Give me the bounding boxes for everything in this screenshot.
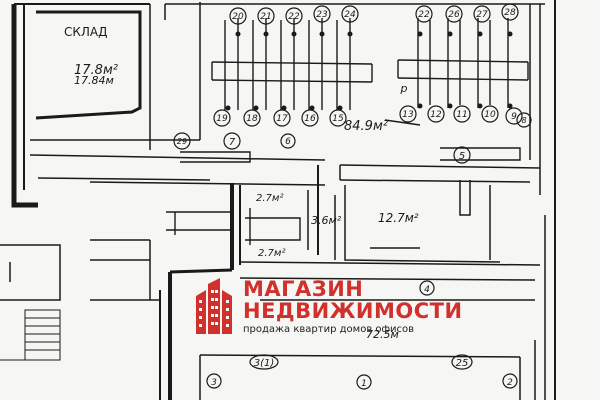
desk-number-11: 11: [456, 110, 467, 120]
room-mark-2: 2: [507, 378, 513, 388]
storage-room-label: СКЛАД: [64, 25, 108, 39]
desk-number-15: 15: [332, 114, 344, 124]
logo-emblem: [196, 278, 232, 334]
logo-title-line1: МАГАЗИН: [243, 277, 364, 301]
room-2-7-top-label: 2.7м²: [256, 193, 283, 204]
desk-number-23: 23: [316, 10, 328, 20]
room-mark-7: 7: [229, 137, 236, 148]
room-2-7-bottom-label: 2.7м²: [258, 248, 285, 259]
desk-number-13: 13: [402, 110, 414, 120]
desk-number-19: 19: [216, 114, 228, 124]
desk-number-9: 9: [511, 112, 517, 122]
logo-title-line2: НЕДВИЖИМОСТИ: [243, 299, 463, 323]
desk-number-21: 21: [260, 12, 271, 22]
room-mark-circles: [173, 132, 518, 390]
room-mark-29: 29: [177, 137, 187, 146]
logo-tagline: продажа квартир домов офисов: [243, 324, 415, 335]
desk-number-26: 26: [448, 10, 460, 20]
room-mark-1: 1: [361, 379, 367, 389]
desk-number-28: 28: [504, 8, 516, 18]
desk-number-24: 24: [344, 10, 356, 20]
desk-number-27: 27: [476, 10, 488, 20]
desk-number-12: 12: [430, 110, 442, 120]
desk-number-22b: 22: [418, 10, 430, 20]
room-mark-25: 25: [456, 358, 469, 369]
storage-area-label-2: 17.84м: [74, 74, 114, 87]
desk-markers: [225, 31, 513, 111]
room-3-6-label: 3.6м²: [311, 214, 342, 227]
room-mark-6: 6: [285, 137, 291, 147]
room-bottom-area-label: 72.5м: [366, 328, 399, 341]
main-hall-area-label: 84.9м²: [344, 119, 388, 134]
desk-number-22: 22: [288, 12, 300, 22]
lower-number-circles: [213, 105, 532, 128]
desk-number-10: 10: [484, 110, 496, 120]
walls: [0, 0, 556, 400]
room-mark-5: 5: [459, 151, 465, 162]
storage-area-label-1: 17.8м²: [74, 63, 118, 78]
desk-number-20: 20: [232, 12, 244, 22]
room-mark-3: 3: [211, 378, 217, 388]
desk-number-17: 17: [276, 114, 288, 124]
room-mark-4: 4: [424, 285, 430, 295]
desk-number-8: 8: [521, 116, 526, 125]
room-mark-3-1: 3(1): [254, 358, 275, 369]
building-icon: [196, 278, 232, 334]
desk-number-16: 16: [304, 114, 316, 124]
room-12-7-label: 12.7м²: [378, 211, 419, 225]
upper-number-circles: [229, 3, 519, 25]
desk-number-18: 18: [246, 114, 258, 124]
room-mark-p: р: [400, 82, 408, 95]
logo-text: МАГАЗИН НЕДВИЖИМОСТИ продажа квартир дом…: [243, 279, 463, 335]
